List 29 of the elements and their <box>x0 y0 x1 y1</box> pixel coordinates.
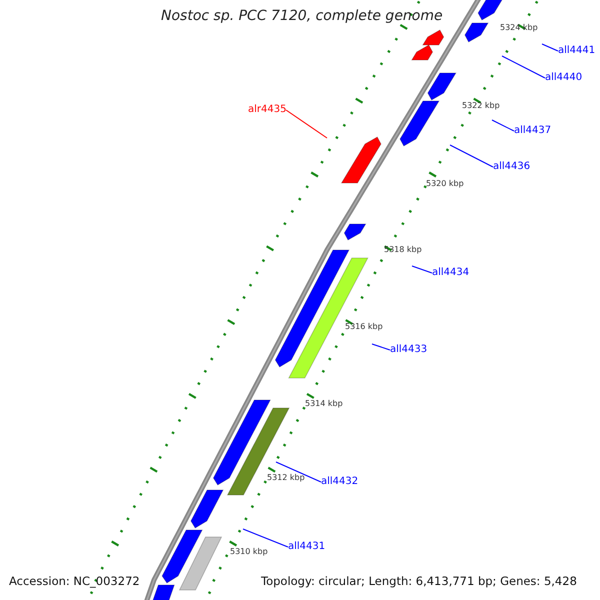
gene-label: all4436 <box>493 162 530 172</box>
info-text: Topology: circular; Length: 6,413,771 bp; Genes: 5,428 <box>261 576 577 588</box>
tick-label: 5312 kbp <box>267 474 305 482</box>
tick-label: 5314 kbp <box>305 400 343 408</box>
title: Nostoc sp. PCC 7120, complete genome <box>161 9 443 23</box>
leader-line <box>450 144 494 168</box>
gene-label: alr4435 <box>248 105 286 115</box>
tick-label: 5322 kbp <box>462 102 500 110</box>
tick-label: 5318 kbp <box>384 246 422 254</box>
leader-line <box>412 266 432 274</box>
leader-line <box>492 120 514 132</box>
gene-label: all4437 <box>514 126 552 136</box>
gene-label: all4441 <box>558 46 596 56</box>
tick-label: 5310 kbp <box>230 548 268 556</box>
gene-label: all4434 <box>432 268 470 278</box>
tick-label: 5324 kbp <box>500 24 538 32</box>
info-text: Accession: NC_003272 <box>9 576 140 588</box>
leader-line <box>542 44 558 52</box>
leader-line <box>502 56 546 78</box>
gene-label: all4431 <box>288 542 326 552</box>
gene-label: all4433 <box>390 345 428 355</box>
gene-label: all4432 <box>321 477 358 487</box>
leader-line <box>242 528 288 548</box>
leader-line <box>286 110 328 138</box>
tick-label: 5316 kbp <box>345 323 383 331</box>
tick-label: 5320 kbp <box>426 180 464 188</box>
leader-line <box>372 344 390 350</box>
leader-line <box>276 462 322 482</box>
gene-label: all4440 <box>545 73 582 83</box>
